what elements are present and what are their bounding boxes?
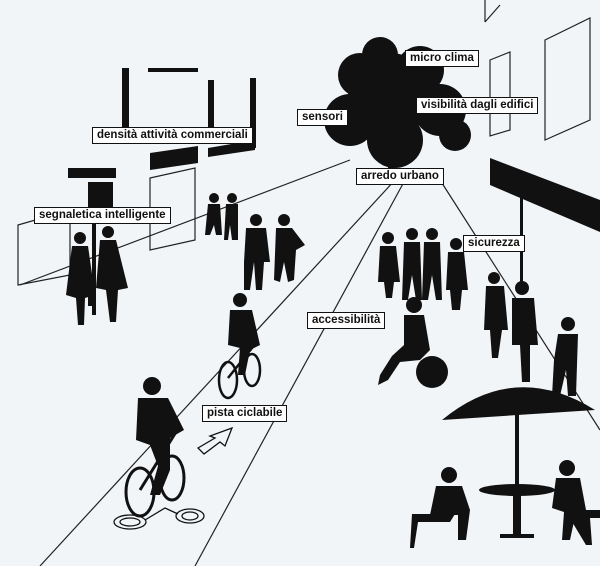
bicycle-middle: [217, 347, 262, 400]
pedestrians-far-right: [484, 272, 578, 396]
label-arredo-urbano: arredo urbano: [356, 168, 444, 185]
label-sensori: sensori: [297, 109, 348, 126]
window-frame-mid-right: [489, 51, 511, 137]
signpost-pole: [92, 210, 96, 315]
label-pista-ciclabile: pista ciclabile: [202, 405, 288, 422]
pedestrian-distant-1: [205, 193, 238, 240]
pedestrian-group-right: [378, 228, 468, 310]
label-sicurezza: sicurezza: [463, 235, 525, 252]
label-micro-clima: micro clima: [405, 50, 479, 67]
signpost-board: [68, 168, 116, 178]
pedestrians-center: [244, 214, 305, 290]
pole-4: [148, 68, 198, 72]
label-visibilita-edifici: visibilità dagli edifici: [416, 97, 539, 114]
cyclist-middle: [228, 293, 260, 375]
cafe-umbrella: [442, 387, 595, 538]
label-accessibilita: accessibilità: [307, 312, 386, 329]
bike-lane-right-line: [194, 179, 406, 566]
label-densita-attivita: densità attività commerciali: [92, 127, 253, 144]
label-segnaletica: segnaletica intelligente: [34, 207, 171, 224]
cafe-sitter-right: [552, 460, 600, 545]
awning: [490, 158, 600, 232]
pole-2: [208, 80, 214, 130]
pedestrian-pair-left: [66, 226, 128, 325]
pole-1: [122, 68, 129, 133]
shop-sign-1: [150, 146, 198, 170]
window-frame-top-right: [544, 17, 591, 141]
shop-frame-left: [149, 167, 196, 251]
bike-lane-arrow: [196, 426, 234, 455]
cyclist-front: [136, 377, 184, 495]
bike-lane-symbol: [113, 507, 205, 530]
bike-lane-left-line: [39, 179, 396, 566]
shop-sign-2: [208, 140, 255, 157]
pole-3: [250, 78, 256, 148]
cafe-sitter-left: [410, 467, 470, 548]
signpost-panel: [88, 182, 113, 210]
top-right-line-2: [484, 4, 501, 23]
wheelchair-user: [378, 297, 448, 388]
